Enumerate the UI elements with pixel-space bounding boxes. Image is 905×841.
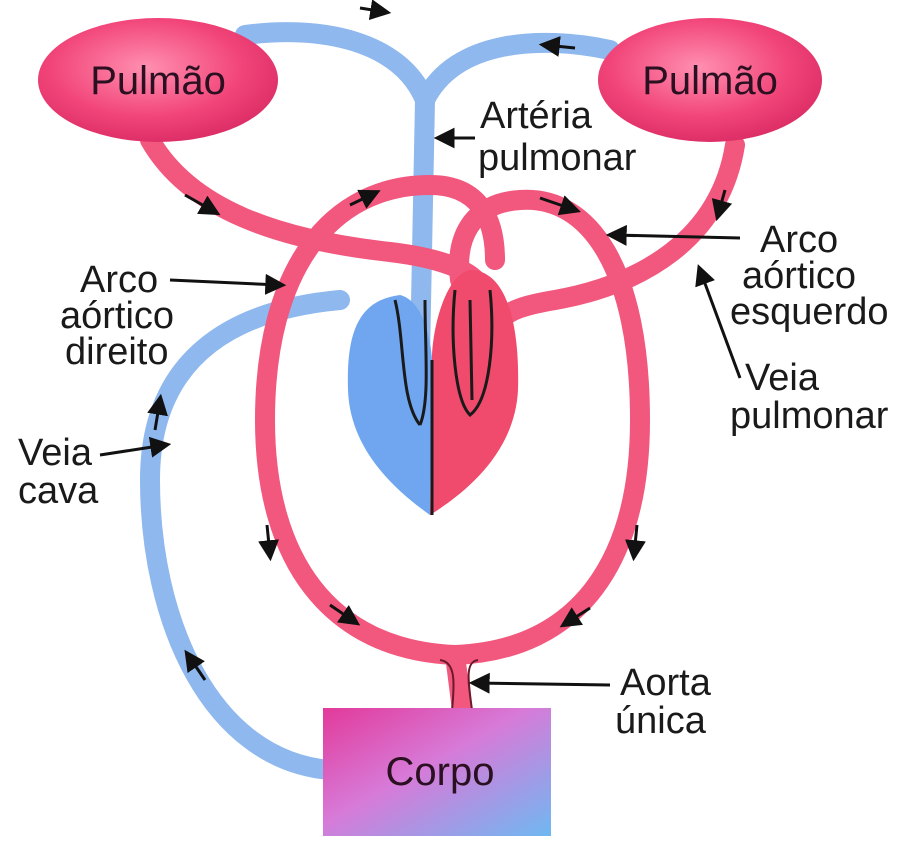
single-aorta-label-line2: única [615,700,707,742]
right-lung-label: Pulmão [642,59,778,103]
heart-right-side [348,295,432,515]
vena-cava-label-line1: Veia [18,432,93,474]
pulmonary-artery-label-line1: Artéria [480,95,593,137]
vena-cava-vessel [150,300,340,770]
pulmonary-artery-right-branch [425,43,610,100]
pointer-single-aorta [475,683,610,685]
single-aorta-vessel [455,655,462,710]
heart-left-side [430,270,518,515]
pointer-right-aortic-arch [170,280,280,285]
pulmonary-artery-label-line2: pulmonar [478,137,637,179]
flow-arrow [267,525,270,555]
pointer-left-aortic-arch [612,235,740,238]
vena-cava-label-line2: cava [18,470,99,512]
right-aortic-arch-label-line3: direito [65,331,169,373]
body-label: Corpo [386,750,495,794]
pulmonary-vein-label-line2: pulmonar [730,395,889,437]
left-aortic-arch-label-line3: esquerdo [730,291,888,333]
left-lung-label: Pulmão [90,59,226,103]
single-aorta-label-line1: Aorta [620,662,712,704]
pulmonary-vein-label-line1: Veia [745,357,820,399]
flow-arrow [360,8,385,12]
